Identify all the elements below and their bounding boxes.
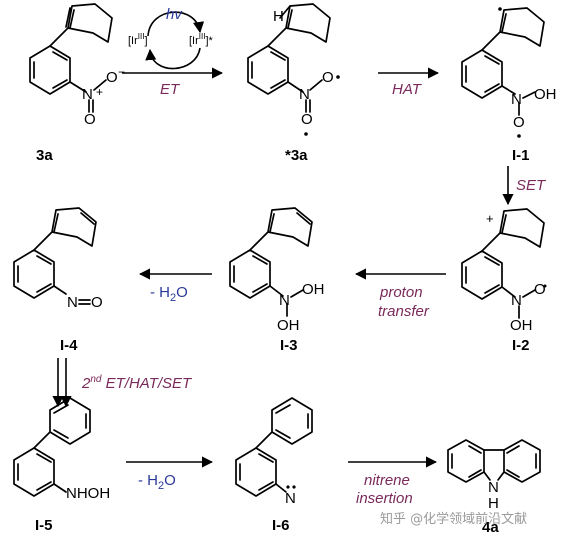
compound-label-i4: I-4 (60, 337, 78, 354)
compound-3a-excited: H N O O *3a (247, 3, 340, 164)
compound-label-i5: I-5 (35, 517, 53, 534)
atom-oh: OH (534, 86, 557, 103)
atom-h: H (488, 495, 499, 512)
compound-i2: + N O OH I-2 (461, 208, 547, 354)
atom-n: N (488, 479, 499, 496)
atom-nhoh: NHOH (66, 485, 110, 502)
atom-o-bottom: O (301, 111, 313, 128)
compound-label-i1: I-1 (512, 147, 530, 164)
charge-plus: + (96, 85, 103, 99)
atom-n: N (511, 292, 522, 309)
compound-label-i6: I-6 (272, 517, 290, 534)
step-label-water-loss-1: - H2O (150, 284, 188, 304)
atom-oh: OH (510, 317, 533, 334)
step-label-set: SET (516, 177, 547, 194)
atom-o-bottom: O (84, 111, 96, 128)
atom-oh-right: OH (302, 281, 325, 298)
radical-dot (543, 284, 547, 288)
compound-i6: N I-6 (235, 397, 313, 534)
atom-o: O (513, 114, 525, 131)
atom-n: N (82, 86, 93, 103)
step-label-insertion: insertion (356, 490, 413, 507)
light-label: hv (166, 6, 183, 23)
lone-pair-dot (292, 485, 296, 489)
atom-n: N (285, 490, 296, 507)
lone-pair-dot (286, 485, 290, 489)
step-label-transfer: transfer (378, 303, 430, 320)
compound-label-i2: I-2 (512, 337, 530, 354)
watermark: 知乎 @化学领域前沿文献 (380, 511, 527, 527)
charge-minus: − (118, 65, 125, 79)
step-label-cascade: 2nd ET/HAT/SET (81, 374, 193, 392)
step-label-hat: HAT (392, 81, 423, 98)
compound-label-3a-excited: *3a (285, 147, 308, 164)
compound-i5: NHOH I-5 (13, 397, 110, 534)
radical-dot (304, 132, 308, 136)
radical-dot (498, 7, 502, 11)
atom-h: H (273, 8, 284, 25)
step-label-et: ET (160, 81, 181, 98)
compound-label-4a: 4a (482, 519, 499, 536)
step-label-water-loss-2: - H2O (138, 472, 176, 492)
atom-o: O (534, 281, 546, 298)
compound-label-i3: I-3 (280, 337, 298, 354)
compound-i4: N O I-4 (13, 207, 103, 354)
atom-n: N (299, 86, 310, 103)
ir-ground-label: [IrIII] (128, 32, 148, 47)
compound-i3: N OH OH I-3 (229, 207, 325, 354)
step-label-proton: proton (379, 284, 423, 301)
atom-n: N (279, 292, 290, 309)
compound-label-3a: 3a (36, 147, 53, 164)
compound-i1: N OH O I-1 (461, 7, 557, 164)
compound-3a: N O O + − 3a (29, 3, 125, 164)
charge-plus: + (486, 211, 494, 226)
atom-oh-bottom: OH (277, 317, 300, 334)
ir-excited-label: [IrIII]* (189, 32, 214, 47)
atom-o-top: O (322, 69, 334, 86)
step-label-nitrene: nitrene (364, 472, 410, 489)
atom-o-top: O (106, 69, 118, 86)
photocatalyst-cycle: hv [IrIII] [IrIII]* (128, 6, 214, 70)
atom-n: N (67, 294, 78, 311)
radical-dot (336, 75, 340, 79)
atom-o: O (91, 294, 103, 311)
atom-n: N (511, 91, 522, 108)
radical-dot (517, 134, 521, 138)
compound-4a: N H 4a (447, 439, 541, 536)
